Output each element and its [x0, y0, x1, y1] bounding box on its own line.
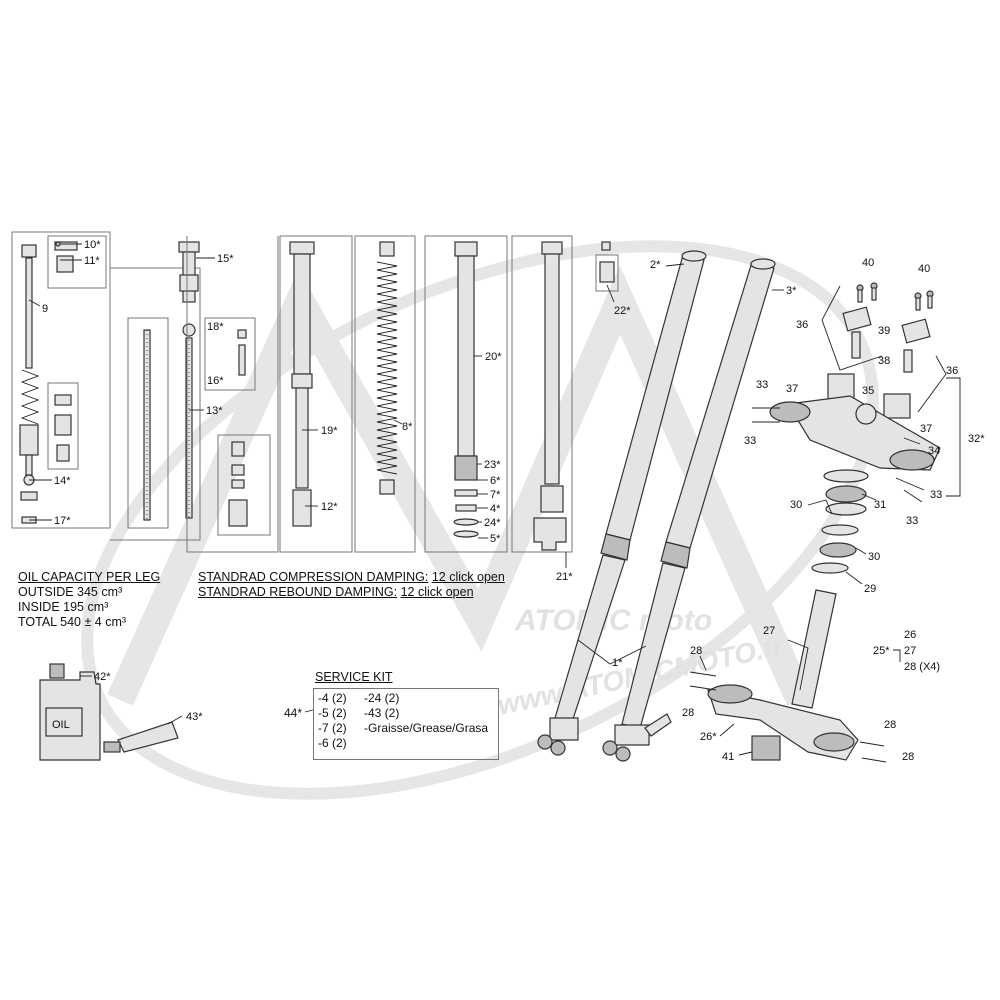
service-kit-item: -7 (2) — [318, 721, 347, 735]
part-label: 19* — [321, 425, 338, 437]
part-label: 33 — [906, 515, 918, 527]
part-label: 16* — [207, 375, 224, 387]
oil-capacity-outside: OUTSIDE 345 cm³ — [18, 585, 123, 599]
service-kit-item: -24 (2) — [364, 691, 400, 705]
watermark-logo-text: ATOMIC moto — [514, 604, 712, 637]
rebound-damping-value: 12 click open — [400, 585, 474, 599]
service-kit-item: -Graisse/Grease/Grasa — [364, 721, 489, 735]
part-label: 33 — [930, 489, 942, 501]
service-kit-item: -4 (2) — [318, 691, 347, 705]
rebound-rod — [127, 317, 169, 529]
part-label: 8* — [402, 421, 413, 433]
part-label: 12* — [321, 501, 338, 513]
service-kit-item: -6 (2) — [318, 736, 347, 750]
part-label: 37 — [920, 423, 932, 435]
outer-tube-21 — [511, 235, 573, 568]
part-label: 7* — [490, 489, 501, 501]
part-label: 27 — [904, 645, 916, 657]
service-kit-bracket — [304, 709, 314, 713]
grease-tube — [103, 715, 183, 753]
part-label: 32* — [968, 433, 985, 445]
part-label: 33 — [744, 435, 756, 447]
part-label: 38 — [878, 355, 890, 367]
service-kit-title: SERVICE KIT — [315, 670, 393, 684]
part-label: 11* — [84, 255, 100, 267]
part-label: 4* — [490, 503, 501, 515]
part-label: 34 — [928, 445, 940, 457]
part-label: 30 — [790, 499, 802, 511]
part-label: 42* — [94, 671, 111, 683]
part-label: 5* — [490, 533, 501, 545]
fork-spring — [354, 235, 416, 553]
part-label: 2* — [650, 259, 661, 271]
cartridge-group — [11, 231, 201, 541]
part-label: 24* — [484, 517, 501, 529]
part-label: 29 — [864, 583, 876, 595]
steering-bearings — [807, 469, 877, 585]
part-label: 36 — [946, 365, 958, 377]
part-label: 14* — [54, 475, 71, 487]
part-label: 41 — [722, 751, 734, 763]
oil-capacity-total: TOTAL 540 ± 4 cm³ — [18, 615, 127, 629]
part-label: 37 — [786, 383, 798, 395]
part-label: 40 — [862, 257, 874, 269]
service-kit-item: -43 (2) — [364, 706, 400, 720]
compression-damping-label: STANDRAD COMPRESSION DAMPING: — [198, 570, 429, 584]
part-label: 18* — [207, 321, 224, 333]
oil-capacity-title: OIL CAPACITY PER LEG — [18, 570, 161, 584]
part-label: 28 — [902, 751, 914, 763]
part-label: 22* — [614, 305, 631, 317]
part-label: 31 — [874, 499, 886, 511]
fork-legs — [537, 250, 784, 762]
part-label: 17* — [54, 515, 71, 527]
part-label: 6* — [490, 475, 501, 487]
part-label: 27 — [763, 625, 775, 637]
part-label: 20* — [485, 351, 502, 363]
part-22 — [595, 241, 619, 303]
upper-triple-clamp — [752, 282, 961, 503]
part-label: 26 — [904, 629, 916, 641]
part-label: 39 — [878, 325, 890, 337]
part-label: 28 — [884, 719, 896, 731]
rebound-damping: STANDRAD REBOUND DAMPING: 12 click open — [198, 585, 474, 600]
compression-damping-value: 12 click open — [431, 570, 505, 584]
part-label: 30 — [868, 551, 880, 563]
service-kit-box — [313, 688, 499, 760]
part-label: 3* — [786, 285, 797, 297]
part-label: 36 — [796, 319, 808, 331]
part-label: 25* — [873, 645, 890, 657]
part-label: 35 — [862, 385, 874, 397]
oil-capacity-inside: INSIDE 195 cm³ — [18, 600, 109, 614]
oil-bottle — [39, 663, 101, 761]
part-label: 15* — [217, 253, 234, 265]
cartridge-tube-19 — [279, 235, 353, 553]
part-label: 26* — [700, 731, 717, 743]
lower-triple-clamp — [689, 589, 901, 763]
part-label: 43* — [186, 711, 203, 723]
part-label: 9 — [42, 303, 48, 315]
rebound-damping-label: STANDRAD REBOUND DAMPING: — [198, 585, 398, 599]
service-kit-ref: 44* — [284, 706, 303, 720]
part-label: 1* — [612, 657, 623, 669]
service-kit-item: -5 (2) — [318, 706, 347, 720]
part-label: 10* — [84, 239, 101, 251]
compression-damping: STANDRAD COMPRESSION DAMPING: 12 click o… — [198, 570, 505, 585]
part-label: 28 — [682, 707, 694, 719]
part-label: 28 (X4) — [904, 661, 940, 673]
damper-rod-group — [178, 236, 279, 553]
oil-bottle-label: OIL — [52, 719, 70, 731]
part-label: 33 — [756, 379, 768, 391]
part-labels: 10* 11* 9 14* 17* 15* 18* 16* 13* 19* 12… — [42, 239, 985, 763]
part-label: 28 — [690, 645, 702, 657]
inner-tube-20 — [424, 235, 508, 553]
part-label: 23* — [484, 459, 501, 471]
part-label: 21* — [556, 571, 573, 583]
part-label: 40 — [918, 263, 930, 275]
part-label: 13* — [206, 405, 223, 417]
